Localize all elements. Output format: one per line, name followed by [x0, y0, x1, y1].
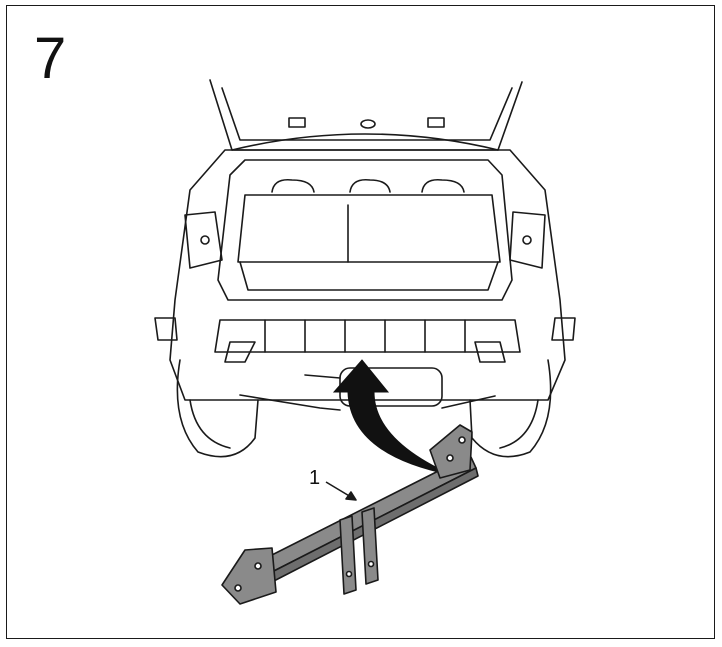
step-number: 7 — [34, 26, 67, 91]
tow-bar-crossmember — [221, 424, 479, 605]
install-direction-arrow — [332, 359, 453, 476]
part-callout-label: 1 — [309, 467, 321, 489]
vehicle-rear — [154, 79, 576, 458]
